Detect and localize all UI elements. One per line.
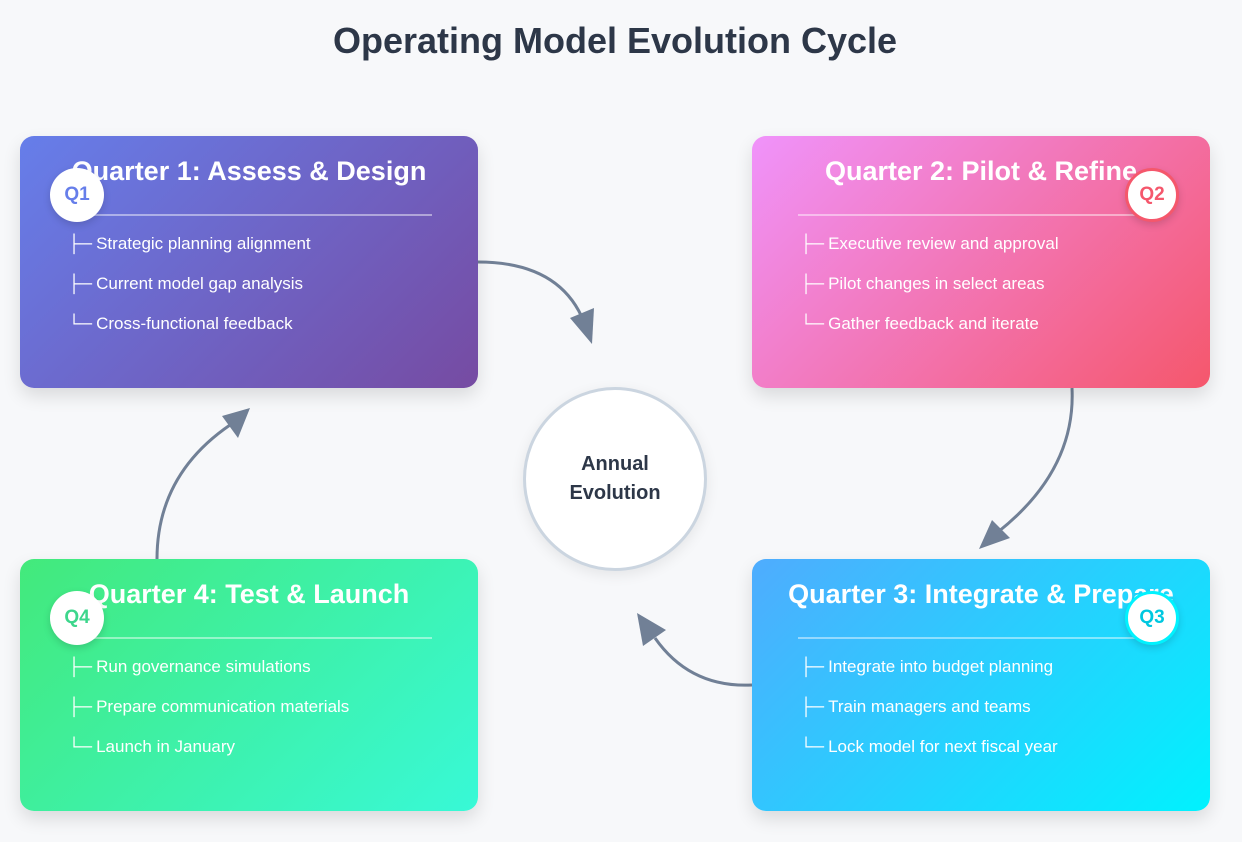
- quarter-4-item: ├─Prepare communication materials: [68, 697, 349, 717]
- item-text: Cross-functional feedback: [96, 314, 293, 333]
- item-text: Run governance simulations: [96, 657, 311, 676]
- item-text: Train managers and teams: [828, 697, 1031, 716]
- tree-prefix: ├─: [800, 657, 825, 676]
- quarter-4-divider: [66, 637, 432, 639]
- quarter-3-item: ├─Integrate into budget planning: [800, 657, 1053, 677]
- item-text: Current model gap analysis: [96, 274, 304, 293]
- quarter-1-item: ├─Current model gap analysis: [68, 274, 303, 294]
- quarter-3-heading: Quarter 3: Integrate & Prepare: [788, 579, 1174, 609]
- quarter-4-heading: Quarter 4: Test & Launch: [88, 579, 410, 609]
- arrow-q3-to-q4: [653, 637, 753, 687]
- arrow-q2-to-q3: [997, 387, 1074, 534]
- quarter-3-badge: Q3: [1125, 591, 1179, 645]
- tree-prefix: ├─: [68, 657, 93, 676]
- arrowhead-q3: [637, 613, 666, 646]
- item-text: Lock model for next fiscal year: [828, 737, 1058, 756]
- tree-prefix: └─: [68, 737, 93, 756]
- center-hub: Annual Evolution: [523, 387, 707, 571]
- tree-prefix: └─: [800, 314, 825, 333]
- quarter-3-divider: [798, 637, 1164, 639]
- page-title: Operating Model Evolution Cycle: [332, 20, 898, 61]
- quarter-2-heading: Quarter 2: Pilot & Refine: [824, 156, 1138, 186]
- tree-prefix: ├─: [800, 697, 825, 716]
- quarter-4-badge: Q4: [50, 591, 104, 645]
- quarter-1-item: ├─Strategic planning alignment: [68, 234, 311, 254]
- tree-prefix: └─: [800, 737, 825, 756]
- arrowhead-q4: [222, 408, 250, 438]
- tree-prefix: ├─: [800, 234, 825, 253]
- quarter-1-badge: Q1: [50, 168, 104, 222]
- quarter-2-badge: Q2: [1125, 168, 1179, 222]
- quarter-1-heading: Quarter 1: Assess & Design: [71, 156, 427, 186]
- quarter-2-item: ├─Pilot changes in select areas: [800, 274, 1045, 294]
- quarter-2-item: ├─Executive review and approval: [800, 234, 1059, 254]
- item-text: Gather feedback and iterate: [828, 314, 1039, 333]
- item-text: Integrate into budget planning: [828, 657, 1054, 676]
- quarter-3-item: └─Lock model for next fiscal year: [800, 737, 1058, 757]
- arrow-q1-to-q2: [477, 260, 586, 323]
- item-text: Executive review and approval: [828, 234, 1059, 253]
- item-text: Prepare communication materials: [96, 697, 350, 716]
- quarter-1-item: └─Cross-functional feedback: [68, 314, 293, 334]
- center-label-line-1: Annual: [581, 453, 649, 475]
- center-label-line-2: Evolution: [569, 482, 661, 504]
- quarter-4-item: ├─Run governance simulations: [68, 657, 311, 677]
- arrow-q4-to-q1: [155, 423, 231, 560]
- item-text: Launch in January: [96, 737, 236, 756]
- quarter-3-item: ├─Train managers and teams: [800, 697, 1031, 717]
- quarter-2-item: └─Gather feedback and iterate: [800, 314, 1039, 334]
- tree-prefix: ├─: [68, 697, 93, 716]
- item-text: Pilot changes in select areas: [828, 274, 1045, 293]
- quarter-2-divider: [798, 214, 1164, 216]
- tree-prefix: ├─: [68, 234, 93, 253]
- arrowhead-q2: [979, 520, 1010, 549]
- center-label: Annual Evolution: [569, 450, 660, 508]
- tree-prefix: └─: [68, 314, 93, 333]
- tree-prefix: ├─: [68, 274, 93, 293]
- tree-prefix: ├─: [800, 274, 825, 293]
- quarter-1-divider: [66, 214, 432, 216]
- arrowhead-q1: [570, 308, 594, 344]
- quarter-4-item: └─Launch in January: [68, 737, 235, 757]
- item-text: Strategic planning alignment: [96, 234, 311, 253]
